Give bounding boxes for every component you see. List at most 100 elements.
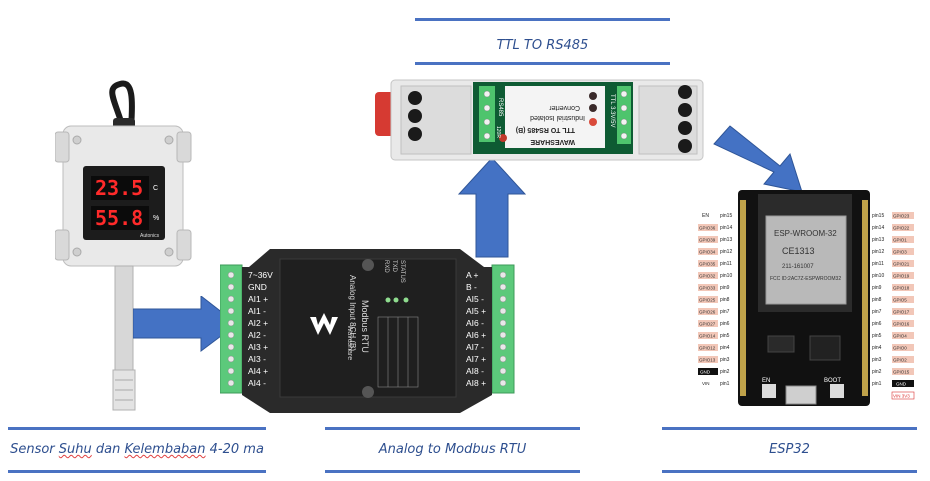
esp32-right-pin12: pin12	[872, 249, 884, 255]
esp32-left-pin12: pin12	[720, 249, 732, 255]
esp32-left-gpio: GPIO36 GPIO39 GPIO34 GPIO35 GPIO32 GPIO3…	[698, 224, 718, 386]
modbus-right-terminal-8: AI7 +	[466, 354, 486, 364]
esp32-right-pin4: pin4	[872, 345, 882, 351]
modbus-left-terminal-3: AI1 +	[248, 294, 268, 304]
esp32-right-pin13: pin13	[872, 237, 884, 243]
sensor-title-part-2: Suhu	[58, 442, 92, 457]
modbus-led-rxd: RXD	[383, 260, 389, 273]
sensor-device: 23.5 55.8 C % Autonics	[55, 80, 192, 411]
esp32-left-gpio-9: GPIO27	[699, 322, 716, 327]
esp32-rule-bottom	[662, 470, 917, 473]
modbus-left-terminal-labels: 7~36V GND AI1 + AI1 - AI2 + AI2 - AI3 + …	[248, 270, 273, 388]
sensor-display-hum: 55.8	[95, 206, 143, 230]
esp32-right-pin1: pin1	[872, 381, 882, 387]
arrow-ttl-to-esp32	[713, 125, 803, 193]
modbus-right-terminal-7: AI7 -	[466, 342, 484, 352]
sensor-unit-hum: %	[153, 215, 159, 222]
arrow-modbus-to-ttl	[458, 158, 526, 258]
sensor-title: Sensor Suhu dan Kelembaban 4-20 ma	[8, 442, 266, 457]
esp32-right-gpio-9: GPIO17	[893, 310, 910, 315]
esp32-left-gpio-7: GPIO25	[699, 298, 716, 303]
esp32-right-gpio-2: GPIO22	[893, 226, 910, 231]
modbus-led-status: STATUS	[399, 260, 405, 283]
esp32-left-gpio-13: GND	[700, 370, 711, 375]
esp32-left-gpio-5: GPIO32	[699, 274, 716, 279]
modbus-left-terminal-9: AI4 +	[248, 366, 268, 376]
sensor-unit-temp: C	[153, 185, 158, 192]
esp32-button-en: EN	[762, 378, 770, 384]
esp32-right-pin6: pin6	[872, 321, 882, 327]
esp32-right-pin3: pin3	[872, 357, 882, 363]
esp32-left-pin2: pin2	[720, 369, 730, 375]
esp32-right-pin11: pin11	[872, 261, 884, 267]
modbus-left-terminal-10: AI4 -	[248, 378, 266, 388]
sensor-title-part-4: Kelembaban	[124, 442, 206, 457]
esp32-fcc: 211-161007	[782, 264, 814, 270]
modbus-right-terminal-4: AI5 +	[466, 306, 486, 316]
ttl-term-label: 120R	[495, 126, 501, 138]
esp32-left-gpio-4: GPIO35	[699, 262, 716, 267]
sensor-title-part-3: dan	[91, 442, 125, 457]
esp32-left-gpio-8: GPIO26	[699, 310, 716, 315]
esp32-right-pin7: pin7	[872, 309, 882, 315]
sensor-display-temp: 23.5	[95, 176, 143, 200]
modbus-left-terminal-4: AI1 -	[248, 306, 266, 316]
esp32-right-pin9: pin9	[872, 285, 882, 291]
esp32-right-gpio-13: GPIO2	[893, 358, 907, 363]
modbus-subtitle: Analog Input 8CH (B)	[348, 275, 357, 351]
esp32-right-gpio-5: GPIO21	[893, 262, 910, 267]
esp32-right-gpio: GPIO23 GPIO22 GPIO1 GPIO3 GPIO21 GPIO19 …	[891, 212, 915, 400]
sensor-rule-bottom	[8, 470, 266, 473]
esp32-right-gpio-6: GPIO19	[893, 274, 910, 279]
esp32-right-pin14: pin14	[872, 225, 884, 231]
ttl-rs485-device: Converter Industrial Isolated TTL TO RS4…	[375, 79, 704, 161]
esp32-ce: CE1313	[782, 246, 815, 256]
sensor-title-part-1: Sensor	[10, 442, 59, 457]
sensor-brand: Autonics	[140, 233, 160, 239]
esp32-left-pin10: pin10	[720, 273, 732, 279]
title-rule-top-b	[415, 62, 670, 65]
esp32-right-pin2: pin2	[872, 369, 882, 375]
esp32-button-boot: BOOT	[824, 378, 841, 384]
esp32-left-pin5: pin5	[720, 333, 730, 339]
esp32-left-pin15: pin15	[720, 213, 732, 219]
sensor-rule-top	[8, 427, 266, 430]
esp32-left-pin7: pin7	[720, 309, 730, 315]
esp32-right-gpio-4: GPIO3	[893, 250, 907, 255]
modbus-rule-top	[325, 427, 580, 430]
esp32-right-gpio-1: GPIO23	[893, 214, 910, 219]
esp32-right-pin5: pin5	[872, 333, 882, 339]
esp32-right-gpio-8: GPIO5	[893, 298, 907, 303]
esp32-right-pin8: pin8	[872, 297, 882, 303]
ttl-line1: TTL TO RS485 (B)	[516, 126, 575, 133]
esp32-right-gpio-11: GPIO4	[893, 334, 907, 339]
esp32-right-gpio-12: GPIO0	[893, 346, 907, 351]
esp32-right-gpio-3: GPIO1	[893, 238, 907, 243]
modbus-brand: Waveshare	[346, 325, 353, 360]
esp32-board: ESP-WROOM-32 CE1313 211-161007 FCC ID:2A…	[698, 190, 915, 406]
esp32-left-pins: EN pin15 pin14 pin13 pin12 pin11 pin10 p…	[702, 213, 732, 387]
esp32-left-gpio-2: GPIO39	[699, 238, 716, 243]
esp32-left-pin8: pin8	[720, 297, 730, 303]
esp32-left-gpio-6: GPIO33	[699, 286, 716, 291]
esp32-fcc-id: FCC ID:2AC7Z-ESPWROOM32	[770, 276, 841, 282]
title-rule-top-a	[415, 18, 670, 21]
modbus-right-terminal-1: A +	[466, 270, 479, 280]
modbus-device: Waveshare Modbus RTU Analog Input 8CH (B…	[220, 249, 515, 413]
ttl-side-label2: TTL 3.3V/5V	[609, 94, 615, 127]
esp32-rule-top	[662, 427, 917, 430]
arrow-sensor-to-modbus	[133, 296, 238, 352]
ttl-brand: WAVESHARE	[530, 138, 575, 145]
esp32-left-pin14: pin14	[720, 225, 732, 231]
esp32-left-gpio-1: GPIO36	[699, 226, 716, 231]
esp32-left-pin3: pin3	[720, 357, 730, 363]
modbus-left-terminal-6: AI2 -	[248, 330, 266, 340]
esp32-left-pin1: pin1	[720, 381, 730, 387]
ttl-side-label: RS485	[497, 98, 503, 117]
analog-modbus-title: Analog to Modbus RTU	[378, 442, 527, 457]
esp32-left-pin6: pin6	[720, 321, 730, 327]
esp32-right-gpio-16: VIN 3V3	[893, 394, 910, 399]
esp32-right-gpio-10: GPIO16	[893, 322, 910, 327]
esp32-right-pin10: pin10	[872, 273, 884, 279]
modbus-right-terminal-5: AI6 -	[466, 318, 484, 328]
